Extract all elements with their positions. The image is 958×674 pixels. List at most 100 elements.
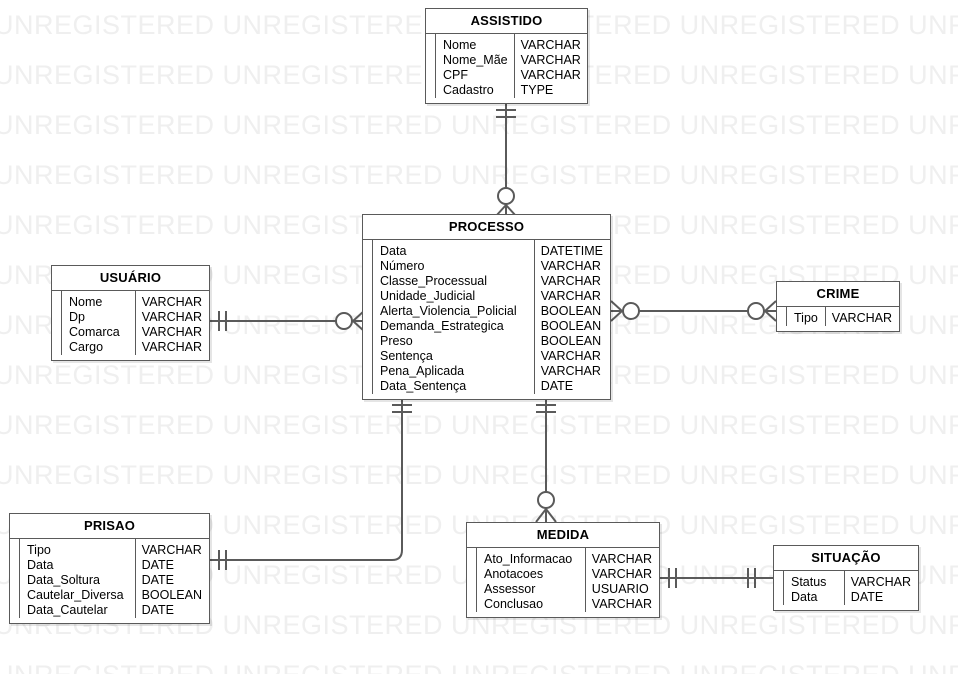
connector-processo-prisao [210, 396, 412, 570]
attribute-type: USUARIO [591, 582, 649, 596]
attribute-name: Data [380, 244, 407, 258]
watermark-row: UNREGISTERED UNREGISTERED UNREGISTERED U… [0, 460, 958, 490]
attribute-type: VARCHAR [141, 543, 202, 557]
attribute-name: Dp [69, 310, 85, 324]
attribute-name: Número [380, 259, 425, 273]
attribute-name: Classe_Processual [380, 274, 487, 288]
attribute-type: BOOLEAN [540, 334, 602, 348]
attribute-type: VARCHAR [591, 552, 652, 566]
attribute-name: Data_Cautelar [27, 603, 108, 617]
entity-title-crime: CRIME [777, 282, 899, 307]
attribute-name: Preso [380, 334, 413, 348]
attribute-type: TYPE [520, 83, 554, 97]
attribute-name: Assessor [484, 582, 536, 596]
attribute-name: Cautelar_Diversa [27, 588, 124, 602]
attribute-name-column: Tipo [787, 307, 826, 326]
attribute-name: Data_Sentença [380, 379, 467, 393]
attribute-type: VARCHAR [141, 340, 202, 354]
connector-processo-crime [610, 300, 777, 322]
watermark-row: UNREGISTERED UNREGISTERED UNREGISTERED U… [0, 410, 958, 440]
watermark-row: UNREGISTERED UNREGISTERED UNREGISTERED U… [0, 650, 958, 674]
attribute-name: CPF [443, 68, 468, 82]
attribute-name: Data [27, 558, 54, 572]
attribute-name: Comarca [69, 325, 120, 339]
watermark-row: UNREGISTERED UNREGISTERED UNREGISTERED U… [0, 160, 958, 190]
entity-key-gutter [774, 571, 784, 605]
attribute-name: Demanda_Estrategica [380, 319, 504, 333]
attribute-type: VARCHAR [540, 364, 601, 378]
attribute-name: Conclusao [484, 597, 544, 611]
attribute-type: BOOLEAN [540, 319, 602, 333]
attribute-name: Cargo [69, 340, 104, 354]
entity-key-gutter [10, 539, 20, 618]
attribute-type: DATE [141, 573, 174, 587]
entity-title-prisao: PRISAO [10, 514, 209, 539]
attribute-type: DATE [141, 603, 174, 617]
attribute-name: Ato_Informacao [484, 552, 573, 566]
attribute-type: VARCHAR [520, 38, 581, 52]
attribute-type: VARCHAR [540, 289, 601, 303]
attribute-name: Status [791, 575, 827, 589]
attribute-type: VARCHAR [520, 53, 581, 67]
attribute-type: DATE [850, 590, 884, 604]
attribute-type: VARCHAR [850, 575, 911, 589]
attribute-name: Data [791, 590, 818, 604]
attribute-name: Nome_Mãe [443, 53, 508, 67]
entity-key-gutter [467, 548, 477, 612]
attribute-type: VARCHAR [591, 597, 652, 611]
entity-key-gutter [426, 34, 436, 98]
attribute-name: Unidade_Judicial [380, 289, 476, 303]
attribute-type: DATE [141, 558, 174, 572]
entity-title-situacao: SITUAÇÃO [774, 546, 918, 571]
attribute-type: VARCHAR [591, 567, 652, 581]
entity-key-gutter [777, 307, 787, 326]
attribute-name: Nome [443, 38, 477, 52]
attribute-type: VARCHAR [141, 325, 202, 339]
connector-usuario-processo [210, 310, 365, 332]
attribute-type: BOOLEAN [141, 588, 202, 602]
attribute-type-column: VARCHAR [826, 307, 899, 326]
attribute-type: DATE [540, 379, 574, 393]
entity-key-gutter [52, 291, 62, 355]
watermark-row: UNREGISTERED UNREGISTERED UNREGISTERED U… [0, 110, 958, 140]
attribute-name: Data_Soltura [27, 573, 100, 587]
attribute-type: VARCHAR [141, 295, 202, 309]
connector-assistido-processo [495, 101, 517, 217]
attribute-name: Sentença [380, 349, 433, 363]
attribute-type: DATETIME [540, 244, 603, 258]
attribute-type: VARCHAR [540, 259, 601, 273]
attribute-type: VARCHAR [540, 349, 601, 363]
attribute-name: Tipo [27, 543, 51, 557]
attribute-type: VARCHAR [141, 310, 202, 324]
attribute-type: VARCHAR [540, 274, 601, 288]
